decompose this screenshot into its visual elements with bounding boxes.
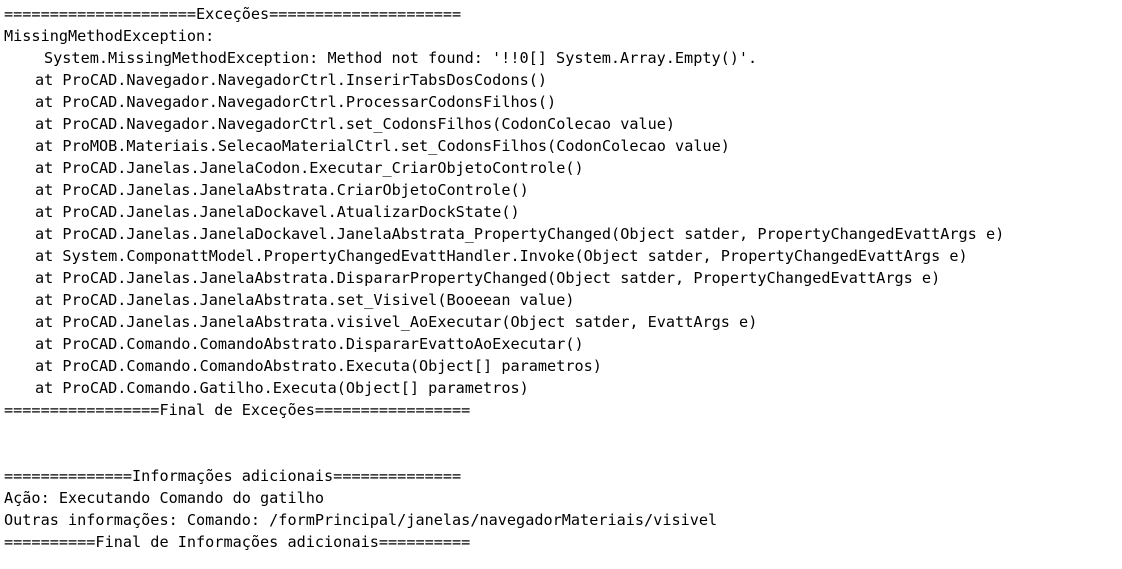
action-line: Ação: Executando Comando do gatilho: [4, 489, 325, 507]
blank-line: [4, 421, 1004, 443]
exceptions-header: =====================Exceções===========…: [4, 5, 462, 23]
stack-frame: at ProCAD.Janelas.JanelaAbstrata.Dispara…: [35, 269, 941, 287]
error-log: =====================Exceções===========…: [4, 3, 1004, 553]
blank-line: [4, 443, 1004, 465]
additional-info-header: ==============Informações adicionais====…: [4, 467, 462, 485]
stack-frame: at ProCAD.Janelas.JanelaDockavel.JanelaA…: [35, 225, 1005, 243]
stack-frame: at ProCAD.Janelas.JanelaAbstrata.set_Vis…: [35, 291, 575, 309]
stack-frame: at ProCAD.Navegador.NavegadorCtrl.Inseri…: [35, 71, 548, 89]
exception-type: MissingMethodException:: [4, 27, 215, 45]
stack-frame: at ProCAD.Navegador.NavegadorCtrl.Proces…: [35, 93, 557, 111]
stack-frame: at ProCAD.Janelas.JanelaAbstrata.visivel…: [35, 313, 758, 331]
other-info-line: Outras informações: Comando: /formPrinci…: [4, 511, 718, 529]
stack-frame: at ProCAD.Comando.Gatilho.Executa(Object…: [35, 379, 529, 397]
stack-frame: at ProMOB.Materiais.SelecaoMaterialCtrl.…: [35, 137, 730, 155]
stack-frame: at ProCAD.Navegador.NavegadorCtrl.set_Co…: [35, 115, 676, 133]
additional-info-footer: ==========Final de Informações adicionai…: [4, 533, 471, 551]
stack-frame: at ProCAD.Janelas.JanelaAbstrata.CriarOb…: [35, 181, 529, 199]
stack-frame: at ProCAD.Janelas.JanelaDockavel.Atualiz…: [35, 203, 520, 221]
stack-frame: at ProCAD.Comando.ComandoAbstrato.Dispar…: [35, 335, 584, 353]
stack-frame: at System.ComponattModel.PropertyChanged…: [35, 247, 968, 265]
stack-frame: at ProCAD.Comando.ComandoAbstrato.Execut…: [35, 357, 602, 375]
stack-frame: at ProCAD.Janelas.JanelaCodon.Executar_C…: [35, 159, 584, 177]
exception-message: System.MissingMethodException: Method no…: [44, 49, 758, 67]
exceptions-footer: =================Final de Exceções======…: [4, 401, 471, 419]
